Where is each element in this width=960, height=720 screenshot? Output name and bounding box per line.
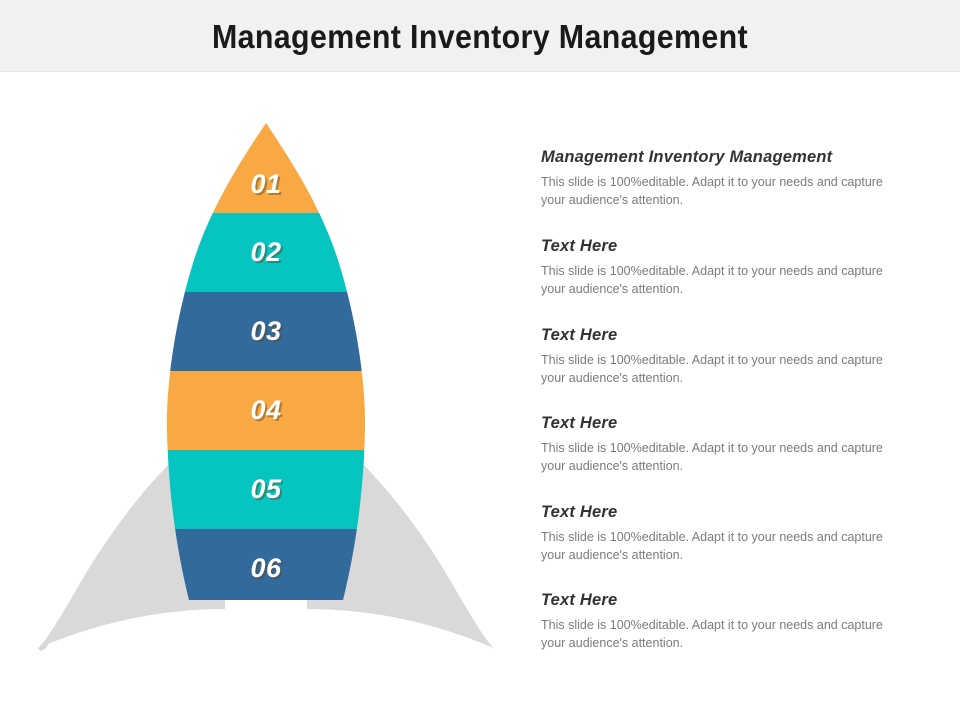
rocket-segment-06-shape[interactable] <box>120 529 420 619</box>
text-block-1-heading: Management Inventory Management <box>541 148 833 166</box>
text-block-1-body: This slide is 100%editable. Adapt it to … <box>541 174 883 207</box>
text-block-2-body: This slide is 100%editable. Adapt it to … <box>541 264 883 297</box>
text-block-3-heading: Text Here <box>541 325 618 344</box>
text-block-5: Text Here This slide is 100%editable. Ad… <box>541 503 931 564</box>
text-block-3-body: This slide is 100%editable. Adapt it to … <box>541 352 883 385</box>
text-block-5-heading: Text Here <box>541 502 618 521</box>
rocket-body <box>120 123 420 619</box>
rocket-segment-03-shape[interactable] <box>120 292 420 371</box>
rocket-segment-04-shape[interactable] <box>120 371 420 450</box>
rocket-segment-06-label: 06 <box>250 553 282 583</box>
text-block-2-heading: Text Here <box>541 237 618 256</box>
rocket-segment-06-label-shadow: 06 <box>252 555 284 585</box>
block-spacer <box>541 299 931 326</box>
block-spacer <box>541 564 931 591</box>
text-block-5-body: This slide is 100%editable. Adapt it to … <box>541 529 883 562</box>
slide-header-band: Management Inventory Management <box>0 0 960 72</box>
text-block-6-heading: Text Here <box>541 591 618 610</box>
block-spacer <box>541 387 931 414</box>
rocket-segment-03-label-shadow: 03 <box>252 318 283 348</box>
content-text-column: Management Inventory Management This sli… <box>541 148 931 653</box>
text-block-2: Text Here This slide is 100%editable. Ad… <box>541 237 931 298</box>
text-block-6: Text Here This slide is 100%editable. Ad… <box>541 591 931 652</box>
rocket-segment-05-label-shadow: 05 <box>252 476 284 506</box>
rocket-segment-04-label: 04 <box>250 395 281 425</box>
text-block-4-body: This slide is 100%editable. Adapt it to … <box>541 441 883 474</box>
text-block-6-body: This slide is 100%editable. Adapt it to … <box>541 618 883 651</box>
rocket-segment-02-label: 02 <box>250 237 281 267</box>
rocket-segment-05-label: 05 <box>250 474 282 504</box>
block-spacer <box>541 476 931 503</box>
block-spacer <box>541 209 931 237</box>
text-block-4-heading: Text Here <box>541 414 618 433</box>
rocket-segment-01-label-shadow: 01 <box>252 171 283 201</box>
text-block-4: Text Here This slide is 100%editable. Ad… <box>541 414 931 475</box>
page-title: Management Inventory Management <box>211 18 749 55</box>
rocket-diagram: 01 01 02 02 03 03 04 04 05 05 06 06 <box>20 100 510 670</box>
rocket-segment-05-shape[interactable] <box>120 450 420 529</box>
rocket-segment-01-label: 01 <box>250 169 281 199</box>
rocket-segment-03-label: 03 <box>250 316 281 346</box>
rocket-segment-02-label-shadow: 02 <box>252 239 283 269</box>
rocket-graphic: 01 01 02 02 03 03 04 04 05 05 06 06 <box>36 123 496 651</box>
rocket-segment-04-label-shadow: 04 <box>252 397 283 427</box>
text-block-1: Management Inventory Management This sli… <box>541 148 931 209</box>
text-block-3: Text Here This slide is 100%editable. Ad… <box>541 326 931 387</box>
